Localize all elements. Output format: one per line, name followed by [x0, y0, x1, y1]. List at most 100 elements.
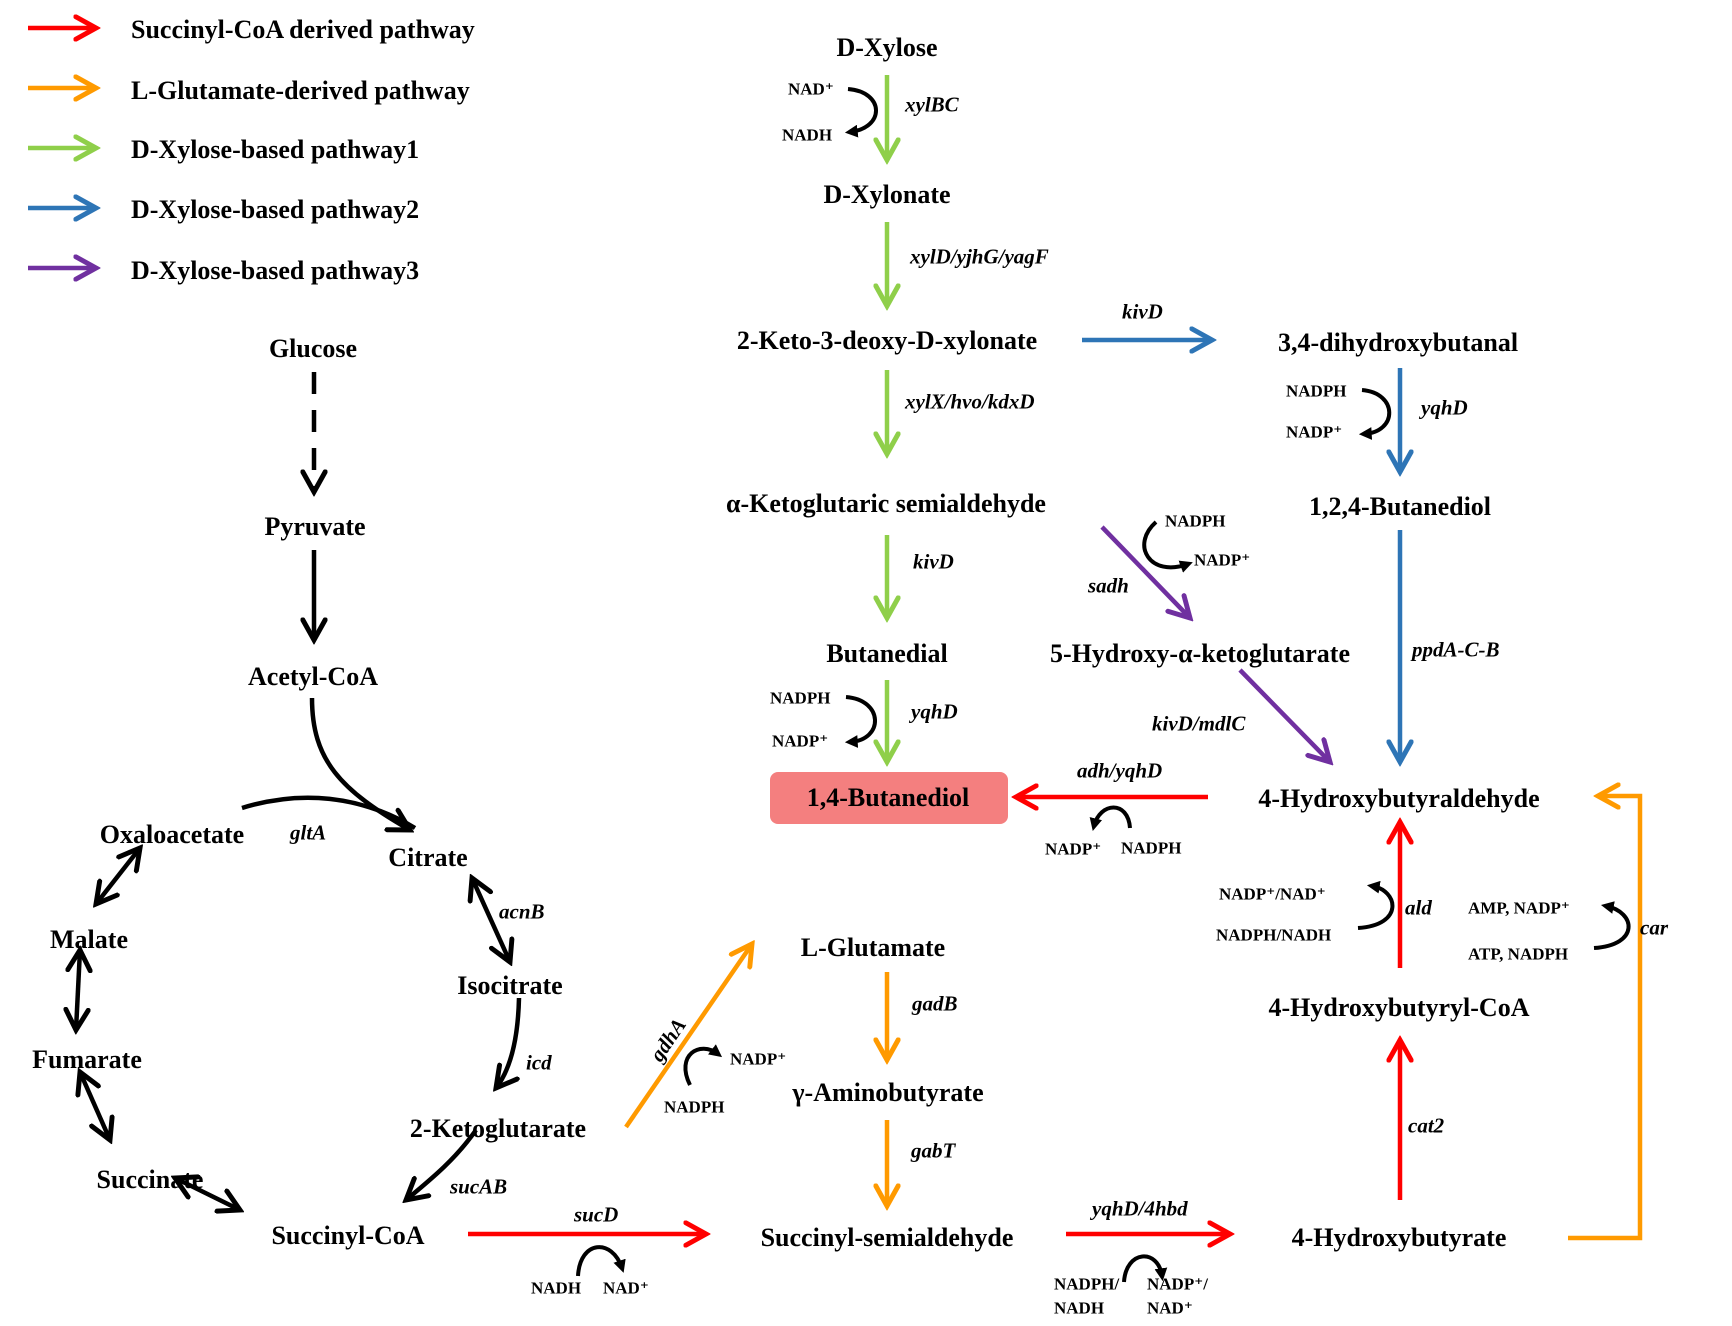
cofactor-nadp-plus-adh: NADP⁺: [1045, 839, 1102, 859]
cofactor-nad-plus-xylBC: NAD⁺: [788, 79, 834, 99]
metabolite-glucose: Glucose: [268, 334, 358, 363]
cofactor-nadph-hbd: NADPH/: [1054, 1274, 1120, 1294]
cofactor-nad-plus-sucD: NAD⁺: [603, 1278, 649, 1298]
metabolite-succinate: Succinate: [96, 1165, 204, 1194]
metabolite-isocitrate: Isocitrate: [457, 971, 563, 1000]
cofactor-curve-ald: [1357, 880, 1395, 930]
cofactor-nadp-nad-plus-ald: NADP⁺/NAD⁺: [1219, 884, 1326, 904]
enzyme-car: car: [1640, 915, 1668, 940]
metabolite-d-xylose: D-Xylose: [836, 33, 938, 62]
metabolite-4-hydroxybutyrate: 4-Hydroxybutyrate: [1291, 1223, 1507, 1252]
arrow-fumarate-succinate: [80, 1072, 110, 1140]
cofactor-nadph-gdhA: NADPH: [664, 1097, 725, 1117]
metabolite-citrate: Citrate: [388, 843, 468, 872]
cofactor-atp-nadph-car: ATP, NADPH: [1468, 944, 1569, 964]
metabolite-acetyl-coa: Acetyl-CoA: [248, 662, 378, 691]
arrow-acetylcoa-citrate: [309, 697, 410, 830]
cofactor-nadp-plus-sadh: NADP⁺: [1194, 550, 1251, 570]
enzyme-icd: icd: [526, 1050, 552, 1075]
metabolite-malate: Malate: [50, 925, 128, 954]
metabolite-alpha-ketoglutaric-semialdehyde: α-Ketoglutaric semialdehyde: [726, 489, 1046, 518]
cofactor-nadph-adh: NADPH: [1121, 838, 1182, 858]
enzyme-ppdA-C-B: ppdA-C-B: [1412, 637, 1500, 662]
cofactor-nadp-plus-yqhD-green: NADP⁺: [772, 731, 829, 751]
legend-label-succinyl: Succinyl-CoA derived pathway: [131, 15, 475, 44]
metabolite-pyruvate: Pyruvate: [264, 512, 366, 541]
product-highlight-box: [770, 772, 1008, 824]
arrow-succinate-succinylcoa: [175, 1178, 240, 1210]
metabolite-1-4-butanediol: 1,4-Butanediol: [806, 783, 970, 812]
arrow-2kg-glutamate: [624, 944, 752, 1129]
cofactor-nadph-yqhD-green: NADPH: [770, 688, 831, 708]
enzyme-sadh: sadh: [1088, 573, 1129, 598]
metabolite-2-ketoglutarate: 2-Ketoglutarate: [409, 1114, 587, 1143]
cofactor-curve-hbd: [1122, 1254, 1168, 1283]
cofactor-curve-yqhD-blue: [1358, 388, 1392, 440]
cofactor-curve-sucD: [576, 1245, 626, 1277]
enzyme-yqhD-blue: yqhD: [1421, 395, 1468, 420]
arrow-hakg-4hba: [1238, 668, 1330, 762]
enzyme-xylBC: xylBC: [905, 92, 959, 117]
metabolite-5-hydroxy-alpha-ketoglutarate: 5-Hydroxy-α-ketoglutarate: [1050, 639, 1350, 668]
cofactor-nadph-nadh-ald: NADPH/NADH: [1216, 925, 1332, 945]
enzyme-ald: ald: [1405, 895, 1432, 920]
cofactor-nadp-plus-yqhD-blue: NADP⁺: [1286, 422, 1343, 442]
arrow-oxaloacetate-citrate: [241, 795, 417, 830]
enzyme-sucAB: sucAB: [450, 1174, 508, 1199]
cofactor-nadh-hbd: NADH: [1054, 1298, 1105, 1318]
cofactor-curve-gdhA: [683, 1044, 723, 1086]
metabolite-2-keto-3-deoxy-d-xylonate: 2-Keto-3-deoxy-D-xylonate: [736, 326, 1038, 355]
enzyme-xylD: xylD/yjhG/yagF: [910, 244, 1049, 269]
metabolite-l-glutamate: L-Glutamate: [800, 933, 946, 962]
enzyme-cat2: cat2: [1408, 1113, 1445, 1138]
enzyme-acnB: acnB: [499, 899, 545, 924]
enzyme-yqhD-green: yqhD: [911, 699, 958, 724]
arrow-malate-fumarate: [76, 950, 80, 1030]
metabolite-4-hydroxybutyryl-coa: 4-Hydroxybutyryl-CoA: [1268, 993, 1530, 1022]
cofactor-nad-plus-hbd: NAD⁺: [1147, 1298, 1193, 1318]
cofactor-curve-car: [1593, 901, 1631, 950]
cofactor-curve-adh: [1089, 805, 1132, 831]
metabolite-4-hydroxybutyraldehyde: 4-Hydroxybutyraldehyde: [1258, 784, 1540, 813]
cofactor-curve-xylBC: [844, 87, 878, 138]
enzyme-gltA: gltA: [290, 820, 327, 845]
cofactor-curve-yqhD-green: [844, 695, 877, 748]
cofactor-nadh-sucD: NADH: [531, 1278, 582, 1298]
enzyme-xylX: xylX/hvo/kdxD: [905, 389, 1035, 414]
enzyme-gadB: gadB: [912, 991, 958, 1016]
metabolite-fumarate: Fumarate: [32, 1045, 142, 1074]
cofactor-amp-nadp-plus-car: AMP, NADP⁺: [1468, 898, 1570, 918]
arrow-2kg-succinylcoa: [406, 1128, 478, 1200]
metabolite-succinyl-semialdehyde: Succinyl-semialdehyde: [760, 1223, 1014, 1252]
cofactor-nadp-plus-hbd: NADP⁺/: [1147, 1274, 1208, 1294]
enzyme-kivD-green: kivD: [913, 549, 954, 574]
enzyme-adh-yqhD: adh/yqhD: [1077, 758, 1163, 783]
legend-label-glutamate: L-Glutamate-derived pathway: [131, 76, 470, 105]
cofactor-nadp-plus-gdhA: NADP⁺: [730, 1049, 787, 1069]
enzyme-sucD: sucD: [574, 1202, 619, 1227]
legend-label-xylose1: D-Xylose-based pathway1: [131, 135, 420, 164]
metabolite-succinyl-coa: Succinyl-CoA: [271, 1221, 425, 1250]
cofactor-nadph-sadh: NADPH: [1165, 511, 1226, 531]
legend-label-xylose2: D-Xylose-based pathway2: [131, 195, 420, 224]
cofactor-curve-sadh: [1142, 520, 1193, 573]
enzyme-kivD-blue: kivD: [1122, 299, 1163, 324]
cofactor-nadh-xylBC: NADH: [782, 125, 833, 145]
enzyme-gabT: gabT: [911, 1138, 956, 1163]
metabolite-d-xylonate: D-Xylonate: [823, 180, 951, 209]
cofactor-nadph-yqhD-blue: NADPH: [1286, 381, 1347, 401]
enzyme-yqhD-4hbd: yqhD/4hbd: [1092, 1196, 1188, 1221]
enzyme-kivD-mdlC: kivD/mdlC: [1152, 711, 1246, 736]
arrow-malate-oxaloacetate: [96, 848, 140, 904]
metabolite-butanedial: Butanedial: [826, 639, 948, 668]
arrow-isocitrate-2kg: [496, 997, 522, 1088]
metabolite-1-2-4-butanediol: 1,2,4-Butanediol: [1308, 492, 1492, 521]
arrow-citrate-isocitrate: [472, 878, 510, 962]
arrow-aksa-hakg: [1100, 525, 1190, 618]
metabolite-3-4-dihydroxybutanal: 3,4-dihydroxybutanal: [1277, 328, 1519, 357]
legend-label-xylose3: D-Xylose-based pathway3: [131, 256, 420, 285]
metabolite-oxaloacetate: Oxaloacetate: [99, 820, 245, 849]
arrow-4hb-4hba-car: [1568, 796, 1643, 1241]
